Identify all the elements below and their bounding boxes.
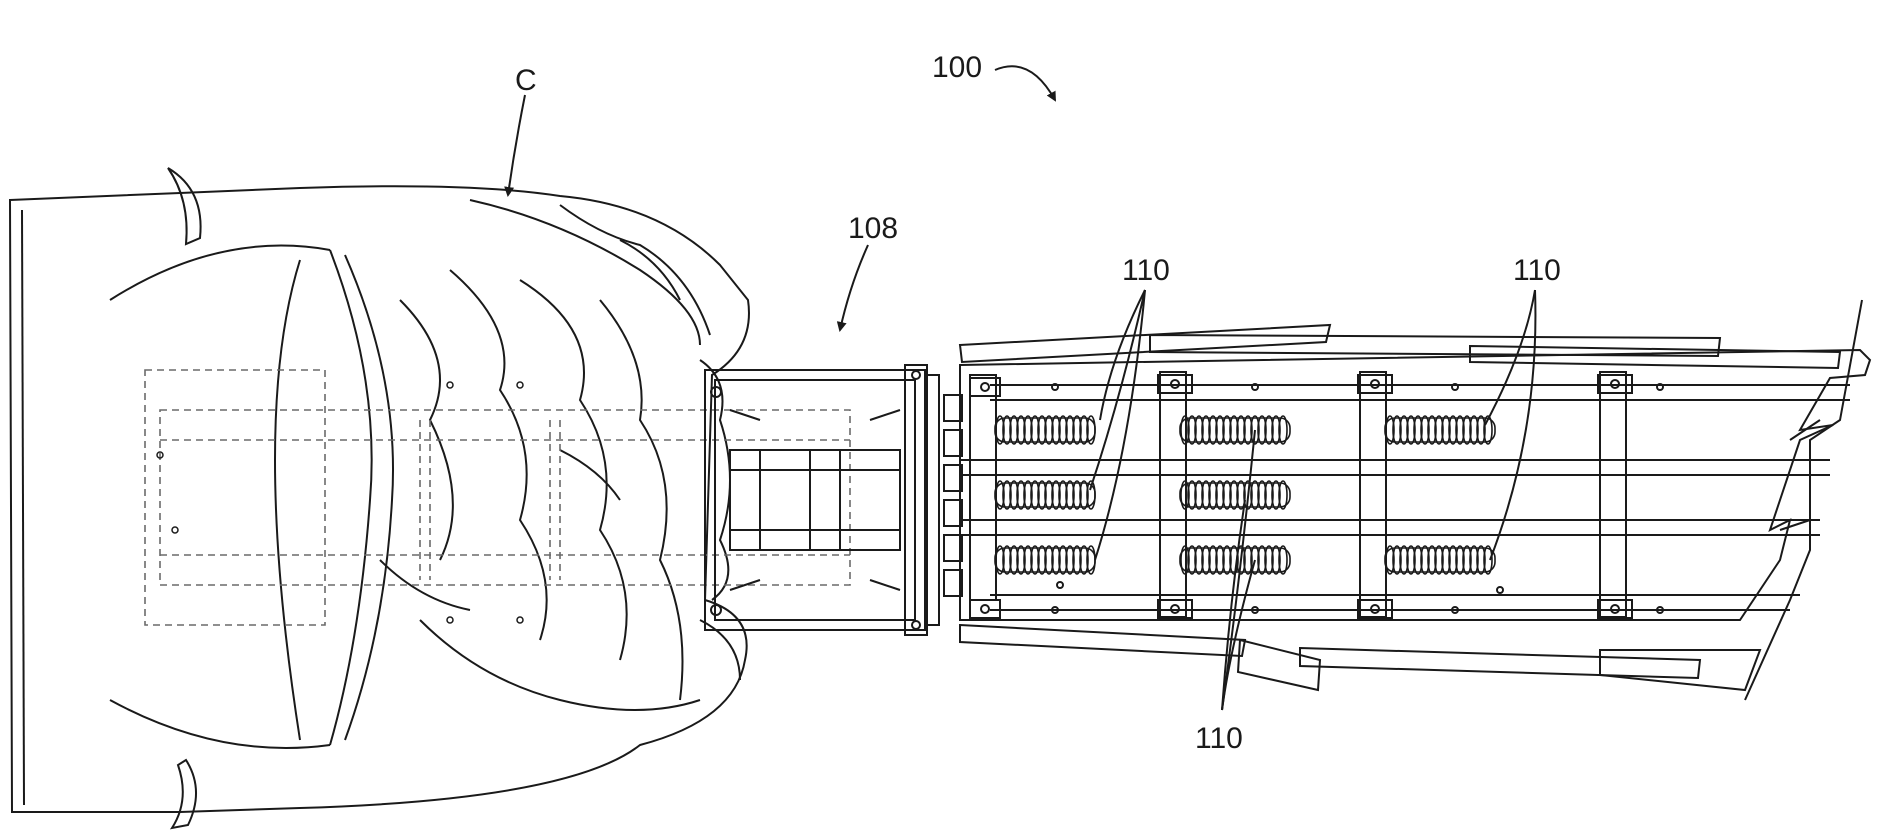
bulkhead-2: [1160, 372, 1186, 617]
interface-inner-block: [730, 450, 900, 550]
coil-spring: [1180, 416, 1290, 444]
label-110-top-left: 110: [1122, 254, 1170, 287]
top-guard-rail-1: [960, 325, 1330, 362]
label-110-top-right: 110: [1513, 254, 1561, 287]
coil-spring: [1385, 546, 1495, 574]
car-body-outline: [10, 186, 749, 812]
coil-spring: [995, 546, 1095, 574]
coil-spring: [995, 416, 1095, 444]
bottom-guard-rail-4: [1600, 650, 1760, 690]
label-110-bottom: 110: [1195, 722, 1243, 755]
label-108: 108: [848, 212, 898, 245]
crashed-vehicle: [10, 168, 850, 828]
leader-110-d: [1485, 290, 1535, 425]
label-c: C: [515, 64, 537, 97]
energy-absorbing-rail: [960, 300, 1870, 700]
leader-108: [840, 245, 868, 330]
bulkhead-3: [1360, 372, 1386, 617]
bulkhead-4: [1600, 372, 1626, 617]
interface-outer: [705, 370, 925, 630]
leader-c: [508, 95, 525, 195]
interface-frame: [705, 365, 962, 635]
mirror-top: [168, 168, 201, 244]
top-guard-rail-3: [1470, 346, 1840, 368]
reference-leaders: [508, 66, 1535, 710]
break-line: [1745, 300, 1862, 700]
bottom-guard-rail-1: [960, 625, 1245, 656]
bulkhead-1: [970, 375, 996, 600]
coil-spring: [995, 481, 1095, 509]
mirror-bottom: [172, 760, 196, 828]
reference-labels: 100 C 108 110 110 110: [515, 51, 1561, 755]
leader-100: [995, 66, 1055, 100]
label-100: 100: [932, 51, 982, 84]
leader-110-g: [1222, 500, 1245, 710]
coil-spring: [1180, 481, 1290, 509]
bottom-guard-rail-3: [1300, 648, 1700, 678]
coil-spring: [1385, 416, 1495, 444]
spring-group: [995, 416, 1495, 574]
